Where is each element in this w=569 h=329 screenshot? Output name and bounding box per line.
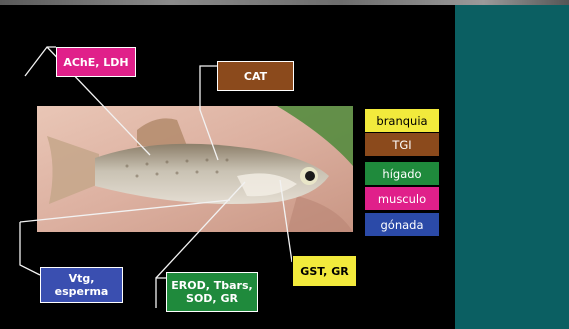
label-ache-ldh-text: AChE, LDH [63, 56, 128, 69]
legend-musculo: musculo [365, 187, 439, 210]
fish-photo [37, 106, 353, 232]
line-ache-bracket [25, 47, 56, 76]
label-gst-gr: GST, GR [292, 255, 357, 287]
legend-higado: hígado [365, 162, 439, 185]
teal-side-panel [455, 5, 569, 329]
label-vtg-esperma-text: Vtg, esperma [55, 272, 109, 298]
legend-tgi-label: TGI [392, 138, 411, 152]
legend-tgi: TGI [365, 133, 439, 156]
label-ache-ldh: AChE, LDH [56, 47, 136, 77]
legend-branquia-label: branquia [376, 114, 427, 128]
label-erod-text: EROD, Tbars, SOD, GR [171, 279, 252, 305]
label-gst-gr-text: GST, GR [300, 265, 348, 278]
fish-illustration [37, 106, 353, 232]
label-vtg-esperma: Vtg, esperma [40, 267, 123, 303]
line-erod-bracket [156, 278, 166, 308]
legend-gonada: gónada [365, 213, 439, 236]
legend-branquia: branquia [365, 109, 439, 132]
legend-higado-label: hígado [382, 167, 421, 181]
label-cat: CAT [217, 61, 294, 91]
label-erod-tbars-sod-gr: EROD, Tbars, SOD, GR [166, 272, 258, 312]
legend-gonada-label: gónada [380, 218, 423, 232]
legend-musculo-label: musculo [378, 192, 426, 206]
label-cat-text: CAT [244, 70, 267, 83]
